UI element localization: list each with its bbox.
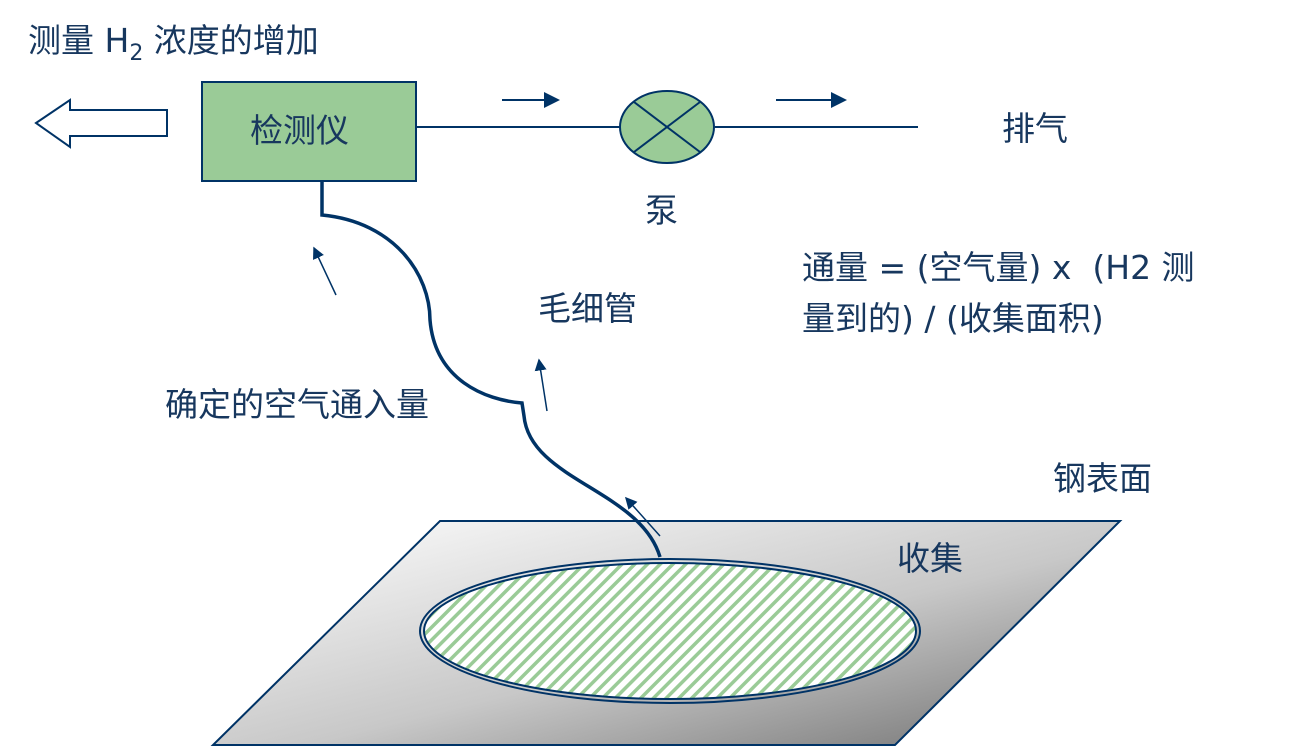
capillary-label: 毛细管: [538, 289, 637, 328]
airflow-arrow-icon: [534, 358, 548, 412]
title-suffix: 浓度的增加: [143, 21, 319, 60]
collection-label: 收集: [897, 539, 963, 578]
formula-line-1: 通量 = (空气量) x (H2 测: [802, 248, 1195, 287]
detector-box: [201, 81, 417, 182]
air-inflow-label: 确定的空气通入量: [165, 385, 429, 424]
capillary-tube: [320, 181, 662, 558]
collection-hatch: [423, 562, 917, 700]
exhaust-label: 排气: [1002, 109, 1068, 148]
title-prefix: 测量 H: [28, 21, 130, 60]
formula-line-2: 量到的) / (收集面积): [802, 299, 1104, 338]
pump-icon: [619, 90, 715, 164]
detector-label: 检测仪: [250, 111, 349, 150]
collection-area: [419, 558, 921, 704]
steel-surface-label: 钢表面: [1053, 459, 1152, 498]
page-title: 测量 H2 浓度的增加: [28, 24, 319, 65]
airflow-arrow-icon: [624, 496, 661, 537]
pump-label: 泵: [645, 191, 678, 230]
title-subscript: 2: [129, 41, 144, 66]
output-arrow-icon: [34, 98, 168, 149]
airflow-arrow-icon: [313, 246, 337, 296]
